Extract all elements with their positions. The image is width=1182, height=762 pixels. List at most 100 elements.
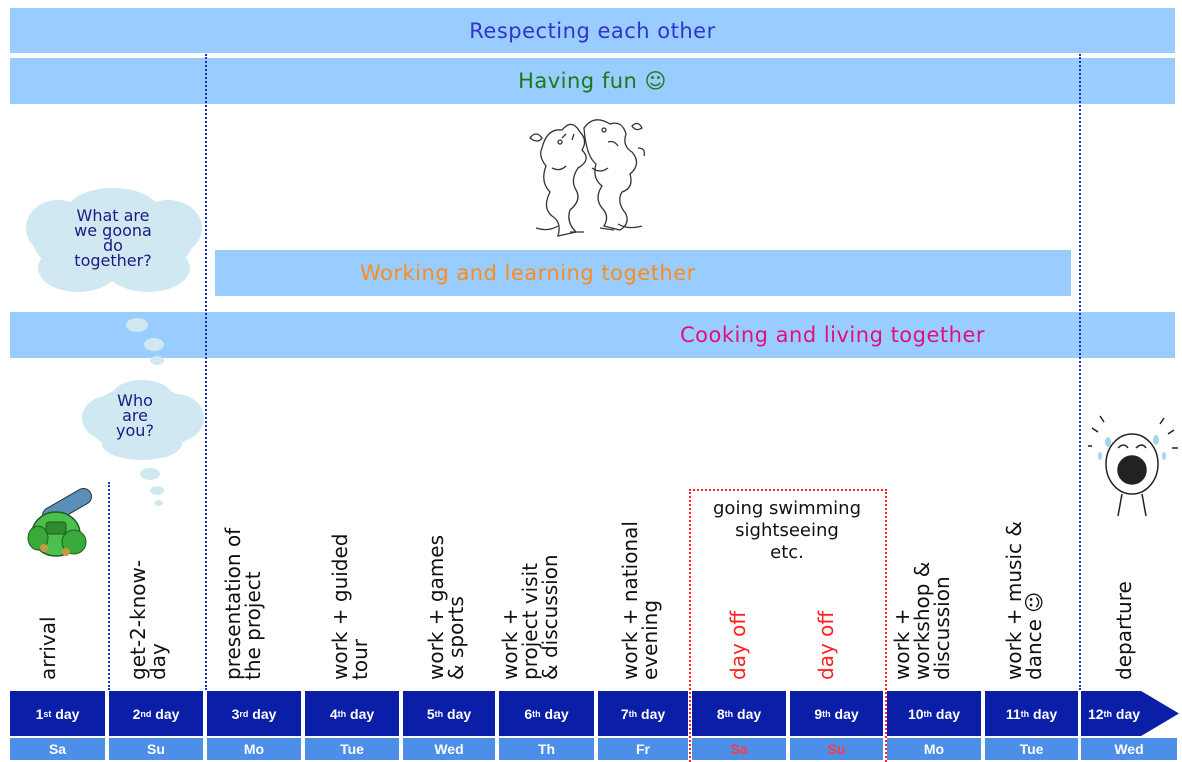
day-word: day xyxy=(834,705,859,722)
day-word: day xyxy=(737,705,762,722)
weekday-cell: Tue xyxy=(305,738,399,760)
day-word: day xyxy=(544,705,569,722)
cloud-who-label: Who are you? xyxy=(116,391,154,440)
days-off-box xyxy=(689,489,887,762)
divider-line-day2 xyxy=(108,482,110,690)
day-suffix: st xyxy=(43,708,52,719)
activity-get-2-know-day: get-2-know- day xyxy=(126,559,170,680)
weekday-cell: Mo xyxy=(207,738,301,760)
day-suffix: th xyxy=(1103,708,1113,719)
cloud-trail-dot xyxy=(140,468,160,480)
weekday-cell: Wed xyxy=(1081,738,1177,760)
activity-music-dance: work + music & dance ☺ xyxy=(1002,521,1046,680)
activity-project-visit: work + project visit & discussion xyxy=(498,554,562,680)
band-respecting: Respecting each other xyxy=(10,8,1175,53)
day-number: 6 xyxy=(524,705,533,722)
day-suffix: th xyxy=(628,708,638,719)
day-number: 10 xyxy=(907,705,924,722)
day-suffix: th xyxy=(337,708,347,719)
day-suffix: rd xyxy=(239,708,249,719)
day-word: day xyxy=(1033,705,1058,722)
swim-note: going swimming sightseeing etc. xyxy=(692,498,882,564)
band-having-fun: Having fun ☺ xyxy=(10,58,1175,104)
day-word: day xyxy=(55,705,80,722)
cloud-what-label: What are we goona do together? xyxy=(74,206,152,270)
cloud-text-what: What are we goona do together? xyxy=(38,206,188,270)
activity-departure: departure xyxy=(1112,581,1136,680)
day-suffix: th xyxy=(923,708,933,719)
thought-cloud-icon xyxy=(26,188,202,292)
weekday-cell: Sa xyxy=(10,738,105,760)
cloud-text-who: Who are you? xyxy=(105,391,165,440)
cloud-trail-dot xyxy=(126,318,148,332)
day-suffix: th xyxy=(532,708,541,719)
weekday-cell: Fr xyxy=(598,738,688,760)
cloud-trail-dot xyxy=(154,500,163,506)
day-number: 2 xyxy=(132,705,141,722)
activity-presentation: presentation of the project xyxy=(221,527,265,680)
divider-line-left xyxy=(205,54,207,690)
day-number: 12 xyxy=(1087,705,1104,722)
activity-day-off-8: day off xyxy=(726,610,750,680)
day-word: day xyxy=(350,705,375,722)
day-word: day xyxy=(935,705,961,722)
band-respecting-label: Respecting each other xyxy=(469,18,716,43)
weekday-cell: Su xyxy=(109,738,203,760)
day-suffix: nd xyxy=(140,708,152,719)
cloud-trail-dot xyxy=(144,338,164,351)
day-word: day xyxy=(447,705,472,722)
band-working: Working and learning together xyxy=(215,250,1071,296)
activity-guided-tour: work + guided tour xyxy=(328,533,372,681)
day-number: 11 xyxy=(1005,705,1021,722)
day-suffix: th xyxy=(822,708,831,719)
cloud-trail-dot xyxy=(150,356,164,365)
weekday-cell: Tue xyxy=(985,738,1078,760)
day-suffix: th xyxy=(434,708,444,719)
thought-cloud-icon xyxy=(82,380,204,460)
weekday-cell: Sa xyxy=(692,738,786,760)
activity-national-evening: work + national evening xyxy=(618,521,662,680)
crying-face-drawing xyxy=(1088,415,1178,517)
weekday-cell: Su xyxy=(790,738,883,760)
day-number: 3 xyxy=(231,705,240,722)
day-number: 1 xyxy=(35,705,44,722)
band-having-fun-label: Having fun ☺ xyxy=(518,69,667,93)
day-number: 7 xyxy=(620,705,629,722)
day-number: 5 xyxy=(426,705,435,722)
activity-day-off-9: day off xyxy=(814,610,838,680)
day-number: 8 xyxy=(716,705,725,722)
day-number: 4 xyxy=(329,705,338,722)
divider-line-right xyxy=(1079,54,1081,690)
activity-games-sports: work + games & sports xyxy=(424,534,468,680)
band-cooking-label: Cooking and living together xyxy=(679,323,985,347)
weekday-cell: Mo xyxy=(887,738,981,760)
dancing-dogs-drawing xyxy=(529,119,646,237)
day-word: day xyxy=(1115,705,1141,722)
day-word: day xyxy=(155,705,180,722)
day-word: day xyxy=(641,705,666,722)
band-working-label: Working and learning together xyxy=(360,261,696,285)
cloud-trail-dot xyxy=(150,486,164,495)
swim-note-text: going swimming sightseeing etc. xyxy=(713,498,861,563)
weekday-cell: Wed xyxy=(403,738,495,760)
activity-arrival: arrival xyxy=(36,616,60,680)
day-word: day xyxy=(252,705,277,722)
band-cooking: Cooking and living together xyxy=(10,312,1175,358)
day-suffix: th xyxy=(1020,708,1030,719)
day-suffix: th xyxy=(724,708,734,719)
backpack-icon xyxy=(27,488,92,557)
weekday-cell: Th xyxy=(499,738,594,760)
activity-workshop: work + workshop & discussion xyxy=(890,561,954,680)
